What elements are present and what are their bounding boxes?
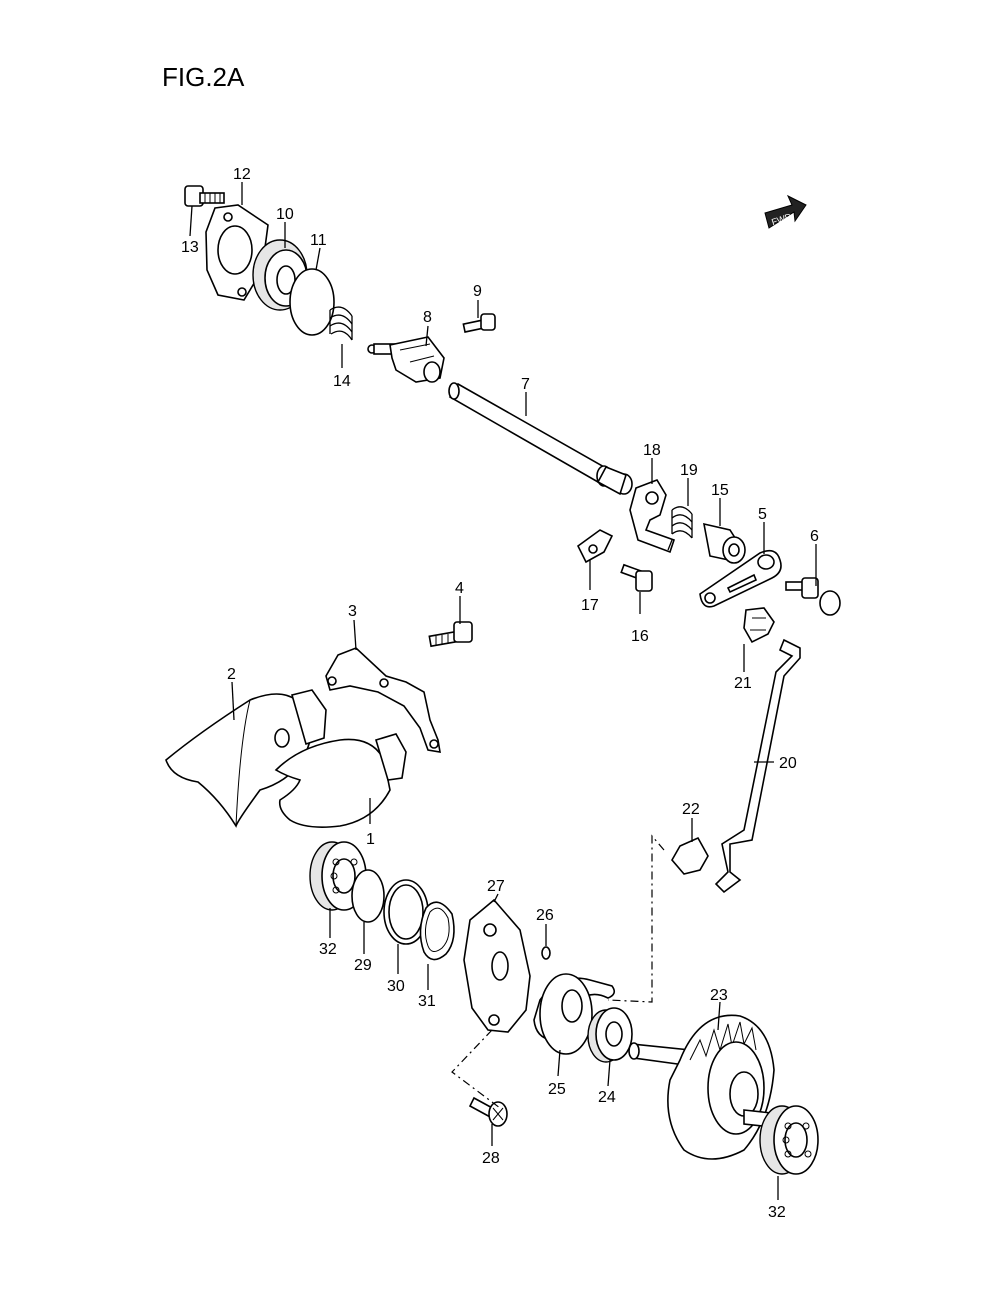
label-4: 4 (455, 580, 464, 597)
label-31: 31 (418, 993, 436, 1010)
label-7: 7 (521, 376, 530, 393)
label-6: 6 (810, 528, 819, 545)
part-1-valve (274, 733, 407, 828)
label-3: 3 (348, 603, 357, 620)
part-28-screw (468, 1096, 508, 1127)
label-17: 17 (581, 597, 599, 614)
part-9-bolt (462, 313, 496, 333)
part-31-seal (419, 901, 455, 961)
part-16-bolt (620, 563, 653, 592)
leader-lines (189, 182, 817, 1200)
part-15-collar (702, 522, 746, 564)
part-14-spring (329, 306, 353, 341)
label-15: 15 (711, 482, 729, 499)
label-10: 10 (276, 206, 294, 223)
label-12: 12 (233, 166, 251, 183)
part-19-spring (667, 506, 693, 551)
part-27-guide-plate (463, 898, 531, 1033)
label-2: 2 (227, 666, 236, 683)
part-22-clip (671, 836, 709, 875)
label-23: 23 (710, 987, 728, 1004)
part-23-kick-gear (628, 1014, 781, 1160)
label-28: 28 (482, 1150, 500, 1167)
part-2-valve (165, 689, 327, 828)
part-29-snap-ring (351, 869, 385, 923)
label-1: 1 (366, 831, 375, 848)
label-14: 14 (333, 373, 351, 390)
assembly-line-27-28 (451, 1029, 501, 1109)
part-21-clip (743, 607, 775, 644)
label-11: 11 (310, 232, 327, 249)
part-number-labels: 12 13 10 11 14 9 8 7 18 19 15 5 6 17 16 … (181, 166, 819, 1221)
part-32-bearing-right (759, 1105, 819, 1175)
part-17-plate (576, 529, 614, 564)
label-25: 25 (548, 1081, 566, 1098)
part-3-plate (325, 647, 441, 753)
label-22: 22 (682, 801, 700, 818)
label-29: 29 (354, 957, 372, 974)
part-20-rod (714, 638, 801, 894)
label-8: 8 (423, 309, 432, 326)
part-11-o-ring (289, 268, 335, 336)
part-7-shaft (448, 382, 633, 496)
part-30-ring (383, 879, 429, 945)
label-18: 18 (643, 442, 661, 459)
part-25-idle-gear (533, 973, 616, 1055)
part-26-pin (541, 946, 551, 960)
label-24: 24 (598, 1089, 616, 1106)
part-18-bracket (629, 479, 676, 554)
part-6-bolt (785, 577, 841, 616)
part-13-bolt (184, 185, 225, 207)
part-24-washer (587, 1007, 633, 1063)
label-5: 5 (758, 506, 767, 523)
part-5-link-plate (699, 549, 782, 608)
label-13: 13 (181, 239, 199, 256)
assembly-line-22-25 (607, 834, 665, 1003)
label-32-right: 32 (768, 1204, 786, 1221)
label-9: 9 (473, 283, 482, 300)
part-4-bolt (428, 621, 473, 648)
label-26: 26 (536, 907, 554, 924)
fwd-arrow-icon: FWD (764, 194, 807, 229)
figure-title: FIG.2A (162, 62, 245, 92)
label-32-left: 32 (319, 941, 337, 958)
label-20: 20 (779, 755, 797, 772)
label-21: 21 (734, 675, 752, 692)
label-16: 16 (631, 628, 649, 645)
label-30: 30 (387, 978, 405, 995)
part-8-lever (367, 336, 445, 383)
label-19: 19 (680, 462, 698, 479)
label-27: 27 (487, 878, 505, 895)
